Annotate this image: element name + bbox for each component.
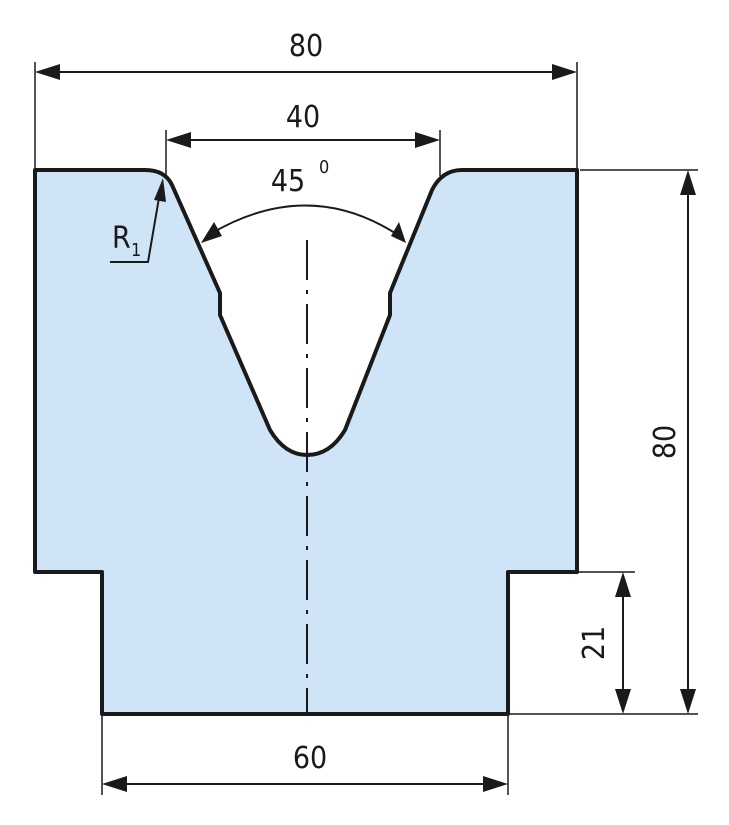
die-profile	[33, 168, 579, 716]
label-height: 80	[648, 425, 683, 459]
label-radius-letter: R	[112, 221, 131, 256]
dimension-radius: R 1	[110, 178, 166, 263]
dimension-height: 80	[648, 170, 696, 714]
dimension-step-height: 21	[577, 572, 631, 714]
dimension-bottom-width: 60	[102, 741, 508, 792]
label-angle: 45	[271, 164, 305, 199]
label-top-width: 80	[289, 29, 323, 64]
label-v-opening: 40	[286, 100, 320, 135]
dimension-top-width: 80	[35, 29, 577, 80]
label-radius-index: 1	[131, 240, 141, 261]
label-bottom-width: 60	[293, 741, 327, 776]
dimension-v-opening: 40	[166, 100, 440, 148]
label-angle-unit: 0	[319, 157, 329, 178]
dimension-angle: 45 0	[201, 157, 406, 243]
label-step-height: 21	[577, 626, 612, 660]
